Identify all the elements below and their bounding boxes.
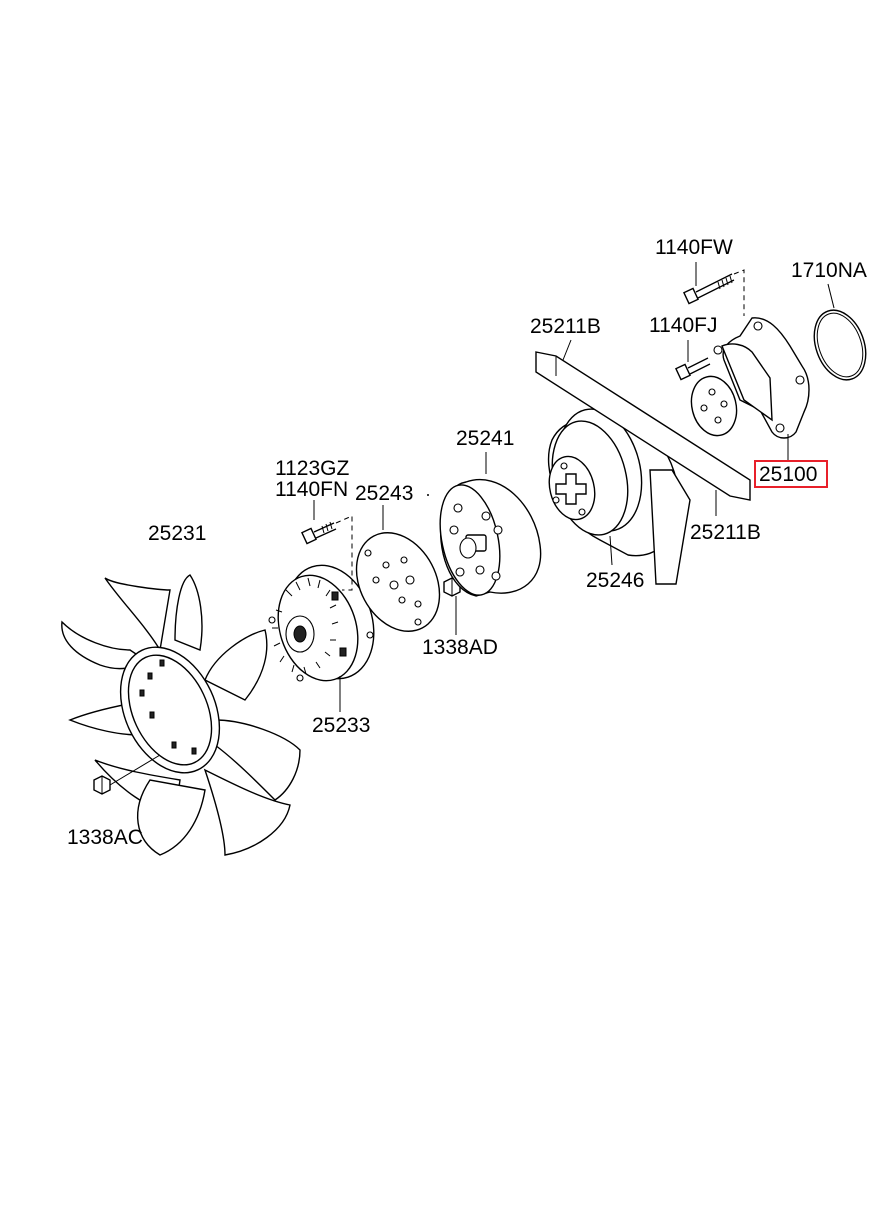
label-1140fn[interactable]: 1140FN xyxy=(275,478,349,501)
highlight-box-25100 xyxy=(754,460,828,488)
gasket-1710na xyxy=(813,283,867,381)
fan-blade-assembly xyxy=(61,574,301,856)
bolt-1140fj xyxy=(675,340,711,381)
fan-clutch-25233 xyxy=(268,564,375,712)
water-pump-25100 xyxy=(690,317,810,462)
v-belt-25211b xyxy=(535,339,751,585)
label-1140fj[interactable]: 1140FJ xyxy=(649,314,718,337)
fan-pulley-25241 xyxy=(439,452,542,597)
nut-1338ac xyxy=(93,754,161,795)
label-25100[interactable]: 25100 xyxy=(759,463,818,486)
label-1338ac[interactable]: 1338AC xyxy=(67,826,143,849)
label-25233[interactable]: 25233 xyxy=(312,714,371,737)
label-25231[interactable]: 25231 xyxy=(148,522,207,545)
label-1140fw[interactable]: 1140FW xyxy=(655,236,733,259)
label-1338ad[interactable]: 1338AD xyxy=(422,636,498,659)
spacer-plate-25243 xyxy=(355,505,441,632)
label-1710na[interactable]: 1710NA xyxy=(791,259,867,282)
label-25211b-top[interactable]: 25211B xyxy=(530,315,601,338)
nut-1338ad xyxy=(443,577,461,635)
bolt-1140fw xyxy=(683,262,745,316)
label-1123gz[interactable]: 1123GZ xyxy=(275,457,350,480)
label-25211b-bottom[interactable]: 25211B xyxy=(690,521,761,544)
bolt-1123gz xyxy=(301,500,353,591)
label-25243[interactable]: 25243 xyxy=(355,482,414,505)
stray-mark xyxy=(427,494,429,496)
label-25246[interactable]: 25246 xyxy=(586,569,645,592)
label-25241[interactable]: 25241 xyxy=(456,427,515,450)
